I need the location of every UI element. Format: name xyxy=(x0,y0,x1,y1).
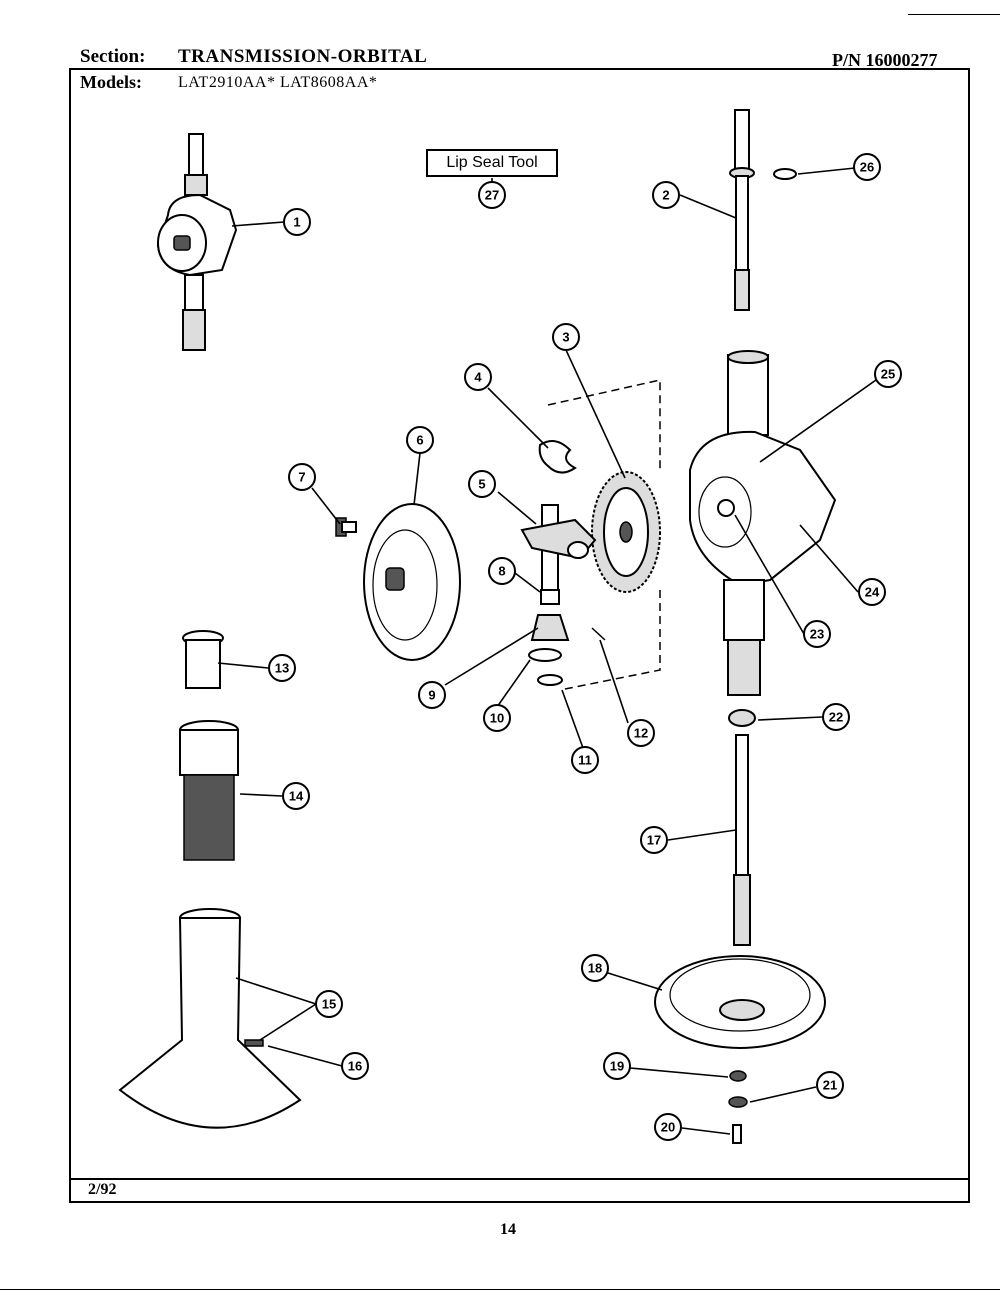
assembly-line-lower xyxy=(559,590,661,691)
svg-text:8: 8 xyxy=(498,564,505,579)
revision-date: 2/92 xyxy=(88,1181,117,1198)
svg-text:7: 7 xyxy=(298,470,305,485)
part-20-bolt xyxy=(732,1124,742,1144)
callout-15: 15 xyxy=(315,990,343,1018)
svg-text:12: 12 xyxy=(634,726,648,741)
callout-14: 14 xyxy=(282,782,310,810)
svg-text:4: 4 xyxy=(474,370,482,385)
svg-text:6: 6 xyxy=(416,433,423,448)
part-21-washer xyxy=(728,1096,748,1108)
part-9-pinion xyxy=(530,614,570,641)
callout-18: 18 xyxy=(581,954,609,982)
part-19-nut xyxy=(729,1070,747,1082)
lip-seal-tool-box: Lip Seal Tool xyxy=(426,149,558,177)
callout-19: 19 xyxy=(603,1052,631,1080)
svg-text:14: 14 xyxy=(289,789,304,804)
part-3-gear xyxy=(591,471,661,593)
callout-21: 21 xyxy=(816,1071,844,1099)
part-15-agitator-base xyxy=(118,908,302,1129)
part-26-ring xyxy=(773,168,797,180)
page-number: 14 xyxy=(500,1221,516,1238)
part-8-bushing xyxy=(540,589,560,605)
callout-5: 5 xyxy=(468,470,496,498)
svg-text:17: 17 xyxy=(647,833,661,848)
svg-text:1: 1 xyxy=(293,215,300,230)
callout-13: 13 xyxy=(268,654,296,682)
part-14-sleeve xyxy=(179,720,239,861)
part-number: P/N 16000277 xyxy=(832,50,938,70)
svg-text:23: 23 xyxy=(810,627,824,642)
callout-25: 25 xyxy=(874,360,902,388)
svg-text:11: 11 xyxy=(578,753,592,768)
callout-7: 7 xyxy=(288,463,316,491)
part-2-shaft xyxy=(729,109,755,311)
svg-text:25: 25 xyxy=(881,367,895,382)
callout-11: 11 xyxy=(571,746,599,774)
part-11-washer xyxy=(537,674,563,686)
svg-text:2: 2 xyxy=(662,188,669,203)
callout-26: 26 xyxy=(853,153,881,181)
callout-16: 16 xyxy=(341,1052,369,1080)
section-label: Section: xyxy=(80,46,146,67)
bottom-rule xyxy=(0,1289,1000,1290)
callout-3: 3 xyxy=(552,323,580,351)
callout-8: 8 xyxy=(488,557,516,585)
part-5-crank xyxy=(520,504,597,591)
svg-text:10: 10 xyxy=(490,711,504,726)
part-10-washer xyxy=(528,648,562,662)
svg-text:9: 9 xyxy=(428,688,435,703)
models-label: Models: xyxy=(80,72,142,92)
svg-text:18: 18 xyxy=(588,961,602,976)
callout-17: 17 xyxy=(640,826,668,854)
part-17-drive-shaft xyxy=(733,734,751,946)
svg-text:19: 19 xyxy=(610,1059,624,1074)
footer-divider xyxy=(69,1178,970,1180)
svg-text:24: 24 xyxy=(865,585,880,600)
svg-text:15: 15 xyxy=(322,997,336,1012)
svg-text:22: 22 xyxy=(829,710,843,725)
top-rule xyxy=(908,14,1000,15)
part-18-pulley xyxy=(654,955,826,1049)
svg-text:13: 13 xyxy=(275,661,289,676)
svg-text:20: 20 xyxy=(661,1120,675,1135)
callout-6: 6 xyxy=(406,426,434,454)
diagram-frame xyxy=(69,68,970,1203)
svg-text:3: 3 xyxy=(562,330,569,345)
callout-12: 12 xyxy=(627,719,655,747)
callout-22: 22 xyxy=(822,703,850,731)
part-6-cover xyxy=(363,503,461,661)
part-22-seal xyxy=(728,709,756,727)
assembly-line-upper xyxy=(547,379,661,470)
part-12-pin xyxy=(591,627,606,641)
part-4-clip xyxy=(538,440,577,474)
callout-9: 9 xyxy=(418,681,446,709)
svg-text:27: 27 xyxy=(485,188,499,203)
callout-23: 23 xyxy=(803,620,831,648)
models-value: LAT2910AA* LAT8608AA* xyxy=(178,74,378,91)
svg-text:21: 21 xyxy=(823,1078,837,1093)
leader-lines xyxy=(217,167,877,1135)
svg-text:16: 16 xyxy=(348,1059,362,1074)
callout-4: 4 xyxy=(464,363,492,391)
part-7-screw xyxy=(335,517,357,537)
callout-10: 10 xyxy=(483,704,511,732)
callout-1: 1 xyxy=(283,208,311,236)
section-title: TRANSMISSION-ORBITAL xyxy=(178,46,428,67)
callout-20: 20 xyxy=(654,1113,682,1141)
part-1-transmission-assembly xyxy=(156,133,238,351)
svg-text:5: 5 xyxy=(478,477,485,492)
svg-text:26: 26 xyxy=(860,160,874,175)
part-24-housing xyxy=(689,350,837,696)
callout-27: 27 xyxy=(478,181,506,209)
callout-24: 24 xyxy=(858,578,886,606)
callout-2: 2 xyxy=(652,181,680,209)
part-13-bushing xyxy=(182,630,224,689)
